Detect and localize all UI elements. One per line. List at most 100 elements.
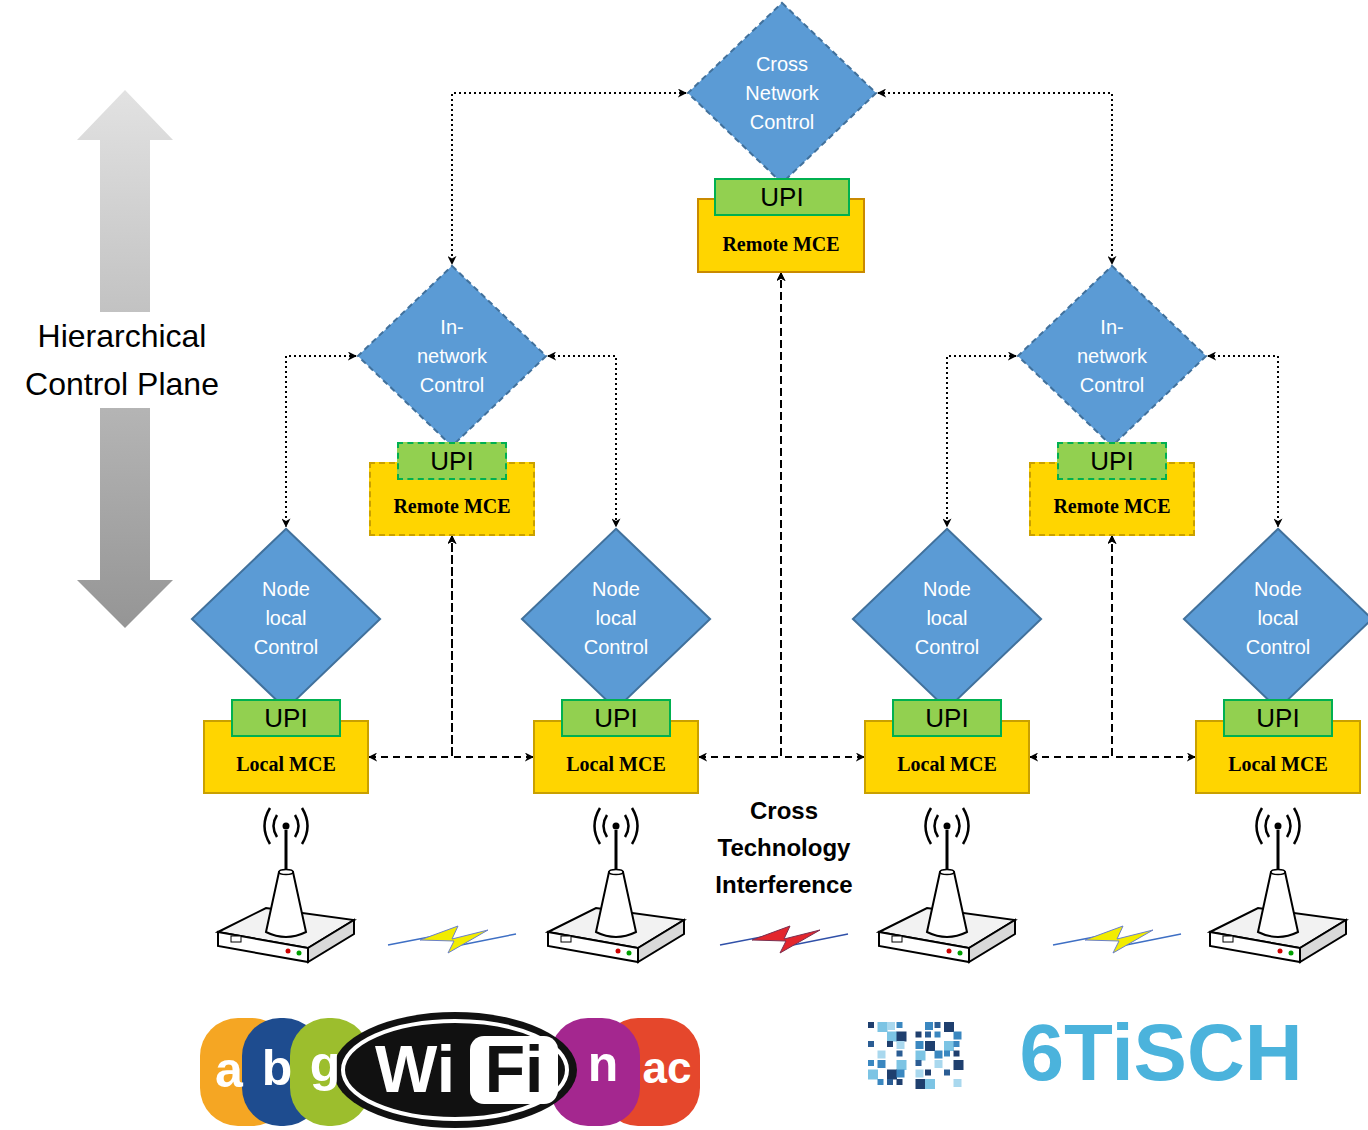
upi-box: UPI (231, 699, 341, 737)
mosaic-square (868, 1070, 878, 1080)
box-label: Local MCE (566, 752, 665, 776)
mosaic-square (897, 1032, 907, 1042)
mosaic-square (925, 1022, 933, 1030)
control-label: Node local Control (573, 575, 659, 662)
diamond-shape (1018, 266, 1206, 446)
wireless-link (388, 926, 516, 953)
mosaic-square (925, 1079, 935, 1089)
access-point (879, 808, 1015, 962)
mosaic-square (925, 1032, 931, 1038)
box-label: UPI (1256, 703, 1299, 733)
mosaic-square (954, 1079, 962, 1087)
mosaic-square (954, 1051, 960, 1057)
mosaic-square (897, 1079, 903, 1085)
box-label: Local MCE (897, 752, 996, 776)
mosaic-square (887, 1070, 897, 1080)
mosaic-square (916, 1079, 926, 1089)
mosaic-square (897, 1022, 903, 1028)
mosaic-square (954, 1041, 960, 1047)
mosaic-square (878, 1022, 888, 1032)
control-diamond: Node local Control (851, 527, 1043, 711)
mosaic-square (878, 1079, 884, 1085)
logo-text: 6TiSCH (966, 1008, 1356, 1098)
control-link (548, 356, 616, 527)
mosaic-square (897, 1041, 905, 1049)
mosaic-square (944, 1070, 950, 1076)
box-label: UPI (430, 446, 473, 476)
control-label: Cross Network Control (739, 50, 825, 137)
interference-link (720, 926, 848, 953)
logo-letter: a (208, 1042, 250, 1098)
mce-link (369, 536, 452, 757)
logo-text: Wi (360, 1032, 470, 1106)
mosaic-square (897, 1051, 903, 1057)
control-diamond: In-network Control (1016, 264, 1208, 448)
access-point (218, 808, 354, 962)
upi-box: UPI (714, 178, 850, 216)
mosaic-square (887, 1022, 895, 1030)
control-link (878, 93, 1112, 264)
box-label: Remote MCE (1053, 494, 1170, 518)
axis-label: Hierarchical Control Plane (2, 312, 242, 408)
upi-box: UPI (1223, 699, 1333, 737)
control-diamond: Node local Control (190, 527, 382, 711)
logo-letter: ac (636, 1040, 698, 1096)
mce-link (781, 273, 864, 757)
diamond-shape (1184, 528, 1368, 708)
mosaic-square (925, 1041, 935, 1051)
mosaic-square (868, 1022, 874, 1028)
box-label: UPI (1090, 446, 1133, 476)
mosaic-square (878, 1060, 886, 1068)
mosaic-square (944, 1051, 950, 1057)
control-diamond: Node local Control (520, 527, 712, 711)
mosaic-square (887, 1079, 893, 1085)
control-label: Node local Control (243, 575, 329, 662)
mosaic-square (935, 1022, 941, 1028)
control-link (452, 93, 686, 264)
mosaic-square (897, 1060, 907, 1070)
diamond-shape (688, 3, 876, 183)
mosaic-square (925, 1070, 931, 1076)
mosaic-square (878, 1051, 886, 1059)
diamond-shape (853, 528, 1041, 708)
mosaic-square (916, 1041, 924, 1049)
mosaic-square (954, 1060, 964, 1070)
box-label: Remote MCE (393, 494, 510, 518)
mce-link (1112, 536, 1195, 757)
upi-box: UPI (892, 699, 1002, 737)
logo-letter: g (304, 1036, 346, 1092)
mosaic-square (916, 1032, 922, 1038)
wifi-logo (200, 1012, 700, 1128)
mosaic-square (944, 1022, 954, 1032)
mosaic-square (935, 1060, 943, 1068)
interference-label: Cross Technology Interference (694, 792, 874, 903)
mosaic-square (868, 1041, 874, 1047)
logo-letter: b (256, 1040, 298, 1096)
control-label: In-network Control (1069, 313, 1155, 400)
control-diamond: In-network Control (356, 264, 548, 448)
box-label: UPI (760, 182, 803, 212)
mosaic-square (916, 1051, 926, 1061)
control-link (947, 356, 1016, 527)
mce-link (699, 273, 781, 757)
box-label: UPI (925, 703, 968, 733)
box-label: Local MCE (236, 752, 335, 776)
upi-box: UPI (397, 442, 507, 480)
access-point (548, 808, 684, 962)
mosaic-square (868, 1060, 874, 1066)
control-label: Node local Control (904, 575, 990, 662)
control-link (1208, 356, 1278, 527)
control-label: Node local Control (1235, 575, 1321, 662)
box-label: UPI (594, 703, 637, 733)
control-diamond: Node local Control (1182, 527, 1368, 711)
control-diamond: Cross Network Control (686, 1, 878, 185)
mosaic-square (887, 1041, 893, 1047)
logo-letter: n (578, 1036, 628, 1092)
upi-box: UPI (561, 699, 671, 737)
mosaic-square (916, 1060, 922, 1066)
diamond-shape (522, 528, 710, 708)
wireless-link (1053, 926, 1181, 953)
mosaic-square (887, 1032, 897, 1042)
